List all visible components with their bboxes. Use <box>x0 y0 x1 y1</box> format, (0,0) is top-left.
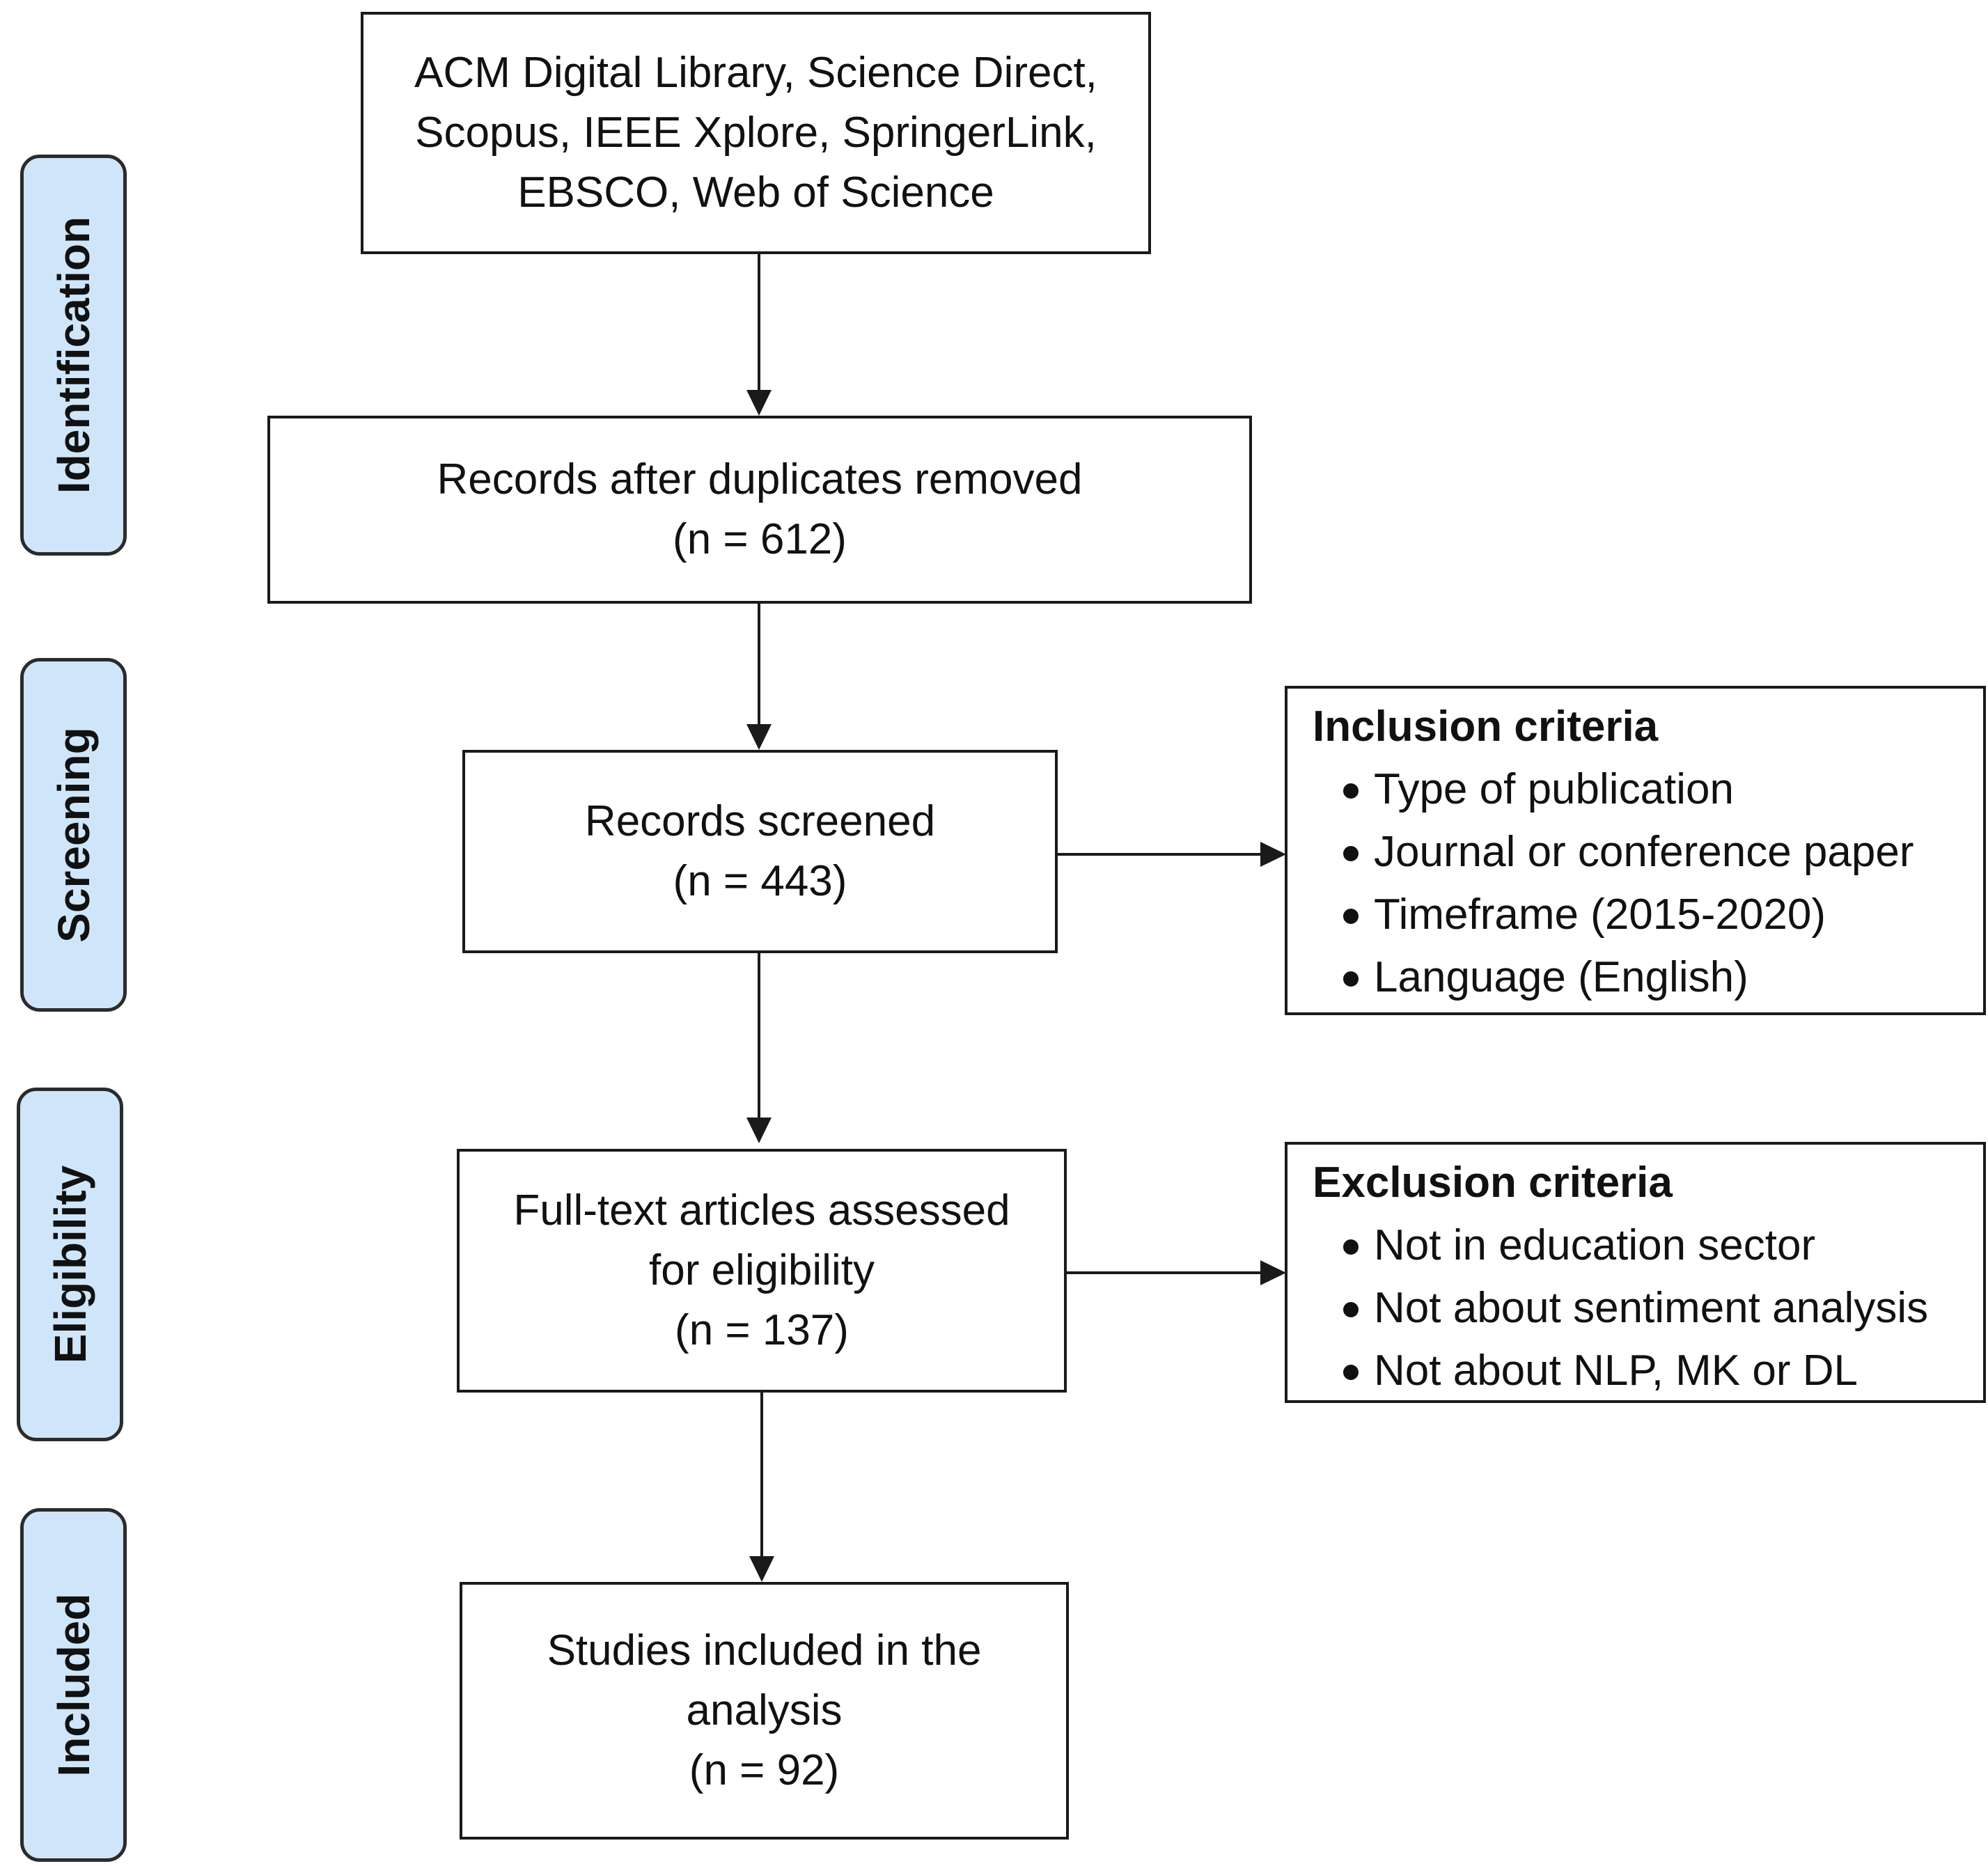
box-included: Studies included in the analysis (n = 92… <box>460 1582 1069 1840</box>
list-item: Language (English) <box>1343 946 1962 1009</box>
list-item: Journal or conference paper <box>1343 821 1962 884</box>
box-line: Records screened <box>584 797 936 845</box>
arrowhead <box>746 724 772 750</box>
arrowhead <box>746 1118 772 1143</box>
arrowhead <box>746 390 772 416</box>
box-sources: ACM Digital Library, Science Direct, Sco… <box>361 12 1151 254</box>
stage-screening: Screening <box>20 658 127 1012</box>
arrowhead <box>1260 842 1286 867</box>
box-line: EBSCO, Web of Science <box>517 168 994 217</box>
box-deduplicated: Records after duplicates removed (n = 61… <box>267 416 1252 604</box>
inclusion-criteria-title: Inclusion criteria <box>1313 703 1659 751</box>
inclusion-criteria-box: Inclusion criteria Type of publication J… <box>1285 686 1986 1015</box>
box-count: (n = 443) <box>673 857 847 905</box>
list-item: Not about NLP, MK or DL <box>1343 1340 1962 1402</box>
stage-label-eligibility: Eligibility <box>45 1165 95 1364</box>
stage-included: Included <box>20 1508 127 1862</box>
criterion-text: Not in education sector <box>1374 1221 1816 1269</box>
box-line: analysis <box>686 1686 843 1734</box>
list-item: Not in education sector <box>1343 1214 1962 1277</box>
box-line: Scopus, IEEE Xplore, SpringerLink, <box>415 109 1097 157</box>
box-line: Full-text articles assessed <box>513 1186 1010 1234</box>
criterion-text: Not about NLP, MK or DL <box>1374 1347 1858 1395</box>
box-line: Studies included in the <box>547 1626 982 1675</box>
criterion-text: Journal or conference paper <box>1374 828 1914 876</box>
box-line: for eligibility <box>649 1246 875 1294</box>
list-item: Type of publication <box>1343 758 1962 821</box>
box-count: (n = 612) <box>673 515 847 563</box>
box-line: ACM Digital Library, Science Direct, <box>414 49 1097 97</box>
box-count: (n = 92) <box>689 1746 840 1794</box>
stage-identification: Identification <box>20 155 127 556</box>
stage-label-identification: Identification <box>48 216 99 494</box>
exclusion-criteria-box: Exclusion criteria Not in education sect… <box>1285 1142 1986 1403</box>
criterion-text: Language (English) <box>1374 953 1748 1001</box>
arrowhead <box>749 1556 774 1582</box>
box-screened: Records screened (n = 443) <box>462 750 1058 953</box>
stage-eligibility: Eligibility <box>17 1088 123 1441</box>
inclusion-criteria-list: Type of publication Journal or conferenc… <box>1313 758 1962 1009</box>
stage-label-included: Included <box>48 1593 99 1777</box>
criterion-text: Type of publication <box>1374 765 1735 813</box>
box-line: Records after duplicates removed <box>437 455 1083 503</box>
list-item: Timeframe (2015-2020) <box>1343 884 1962 946</box>
box-assessed: Full-text articles assessed for eligibil… <box>457 1149 1067 1393</box>
exclusion-criteria-list: Not in education sector Not about sentim… <box>1313 1214 1962 1402</box>
exclusion-criteria-title: Exclusion criteria <box>1313 1159 1673 1207</box>
box-count: (n = 137) <box>675 1306 849 1354</box>
arrowhead <box>1260 1260 1286 1285</box>
list-item: Not about sentiment analysis <box>1343 1277 1962 1340</box>
criterion-text: Not about sentiment analysis <box>1374 1284 1929 1332</box>
criterion-text: Timeframe (2015-2020) <box>1374 891 1826 939</box>
stage-label-screening: Screening <box>48 727 99 943</box>
